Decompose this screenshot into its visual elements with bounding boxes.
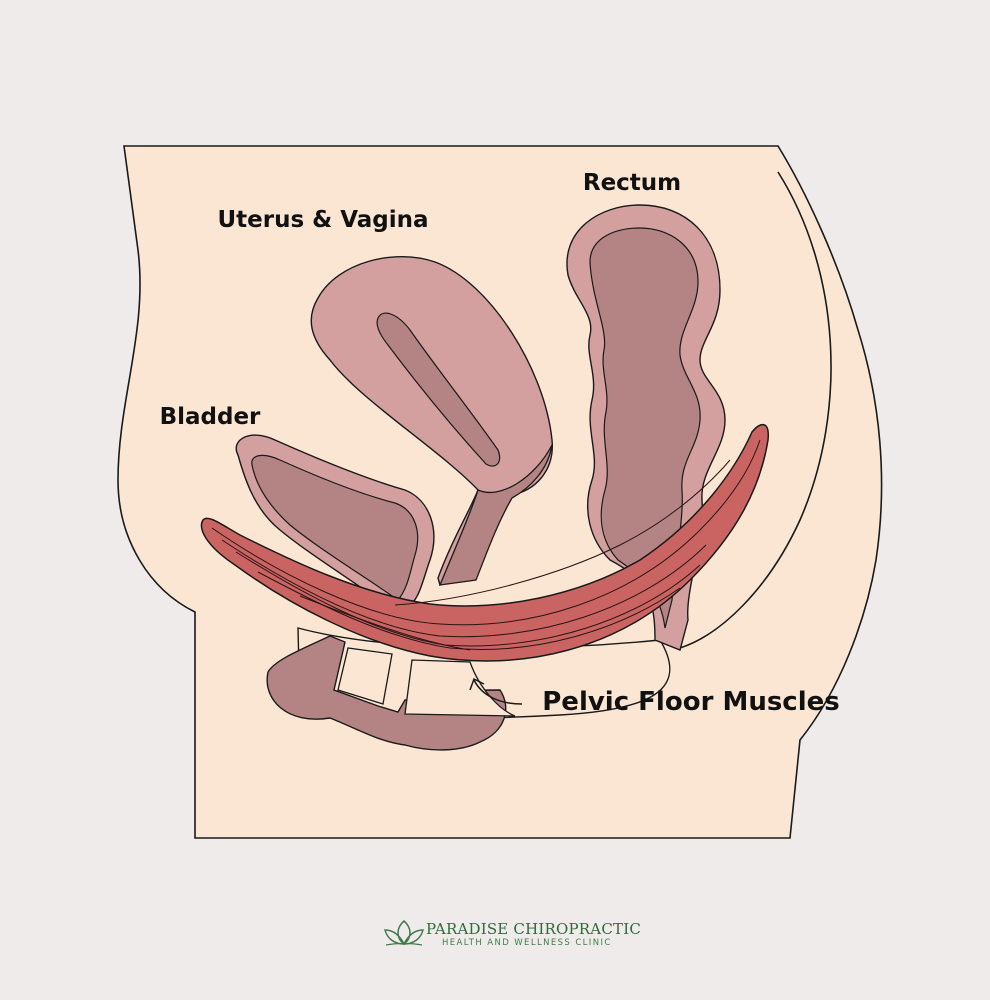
vagina-canal	[438, 444, 553, 586]
clinic-logo: PARADISE CHIROPRACTIC HEALTH AND WELLNES…	[378, 914, 641, 954]
buttock-contour	[679, 171, 832, 649]
outlet-window-1	[337, 647, 393, 705]
bladder-inner	[251, 454, 419, 601]
label-uterus-vagina: Uterus & Vagina	[217, 207, 428, 233]
logo-name: PARADISE CHIROPRACTIC	[426, 920, 641, 938]
uterus-cavity	[376, 312, 501, 467]
outlet-bulb	[266, 635, 507, 751]
lotus-icon	[384, 920, 424, 946]
pelvic-floor-muscle	[200, 424, 769, 662]
logo-tagline: HEALTH AND WELLNESS CLINIC	[442, 938, 612, 948]
pelvic-anatomy-diagram: Rectum Uterus & Vagina Bladder Pelvic Fl…	[117, 145, 883, 839]
outlet-window-2	[404, 659, 516, 717]
label-rectum: Rectum	[583, 170, 681, 196]
muscle-fibers	[211, 439, 761, 651]
label-pelvic-floor-muscles: Pelvic Floor Muscles	[542, 687, 840, 717]
label-bladder: Bladder	[160, 404, 261, 430]
pelvic-floor-pointer-arrow	[469, 677, 523, 705]
